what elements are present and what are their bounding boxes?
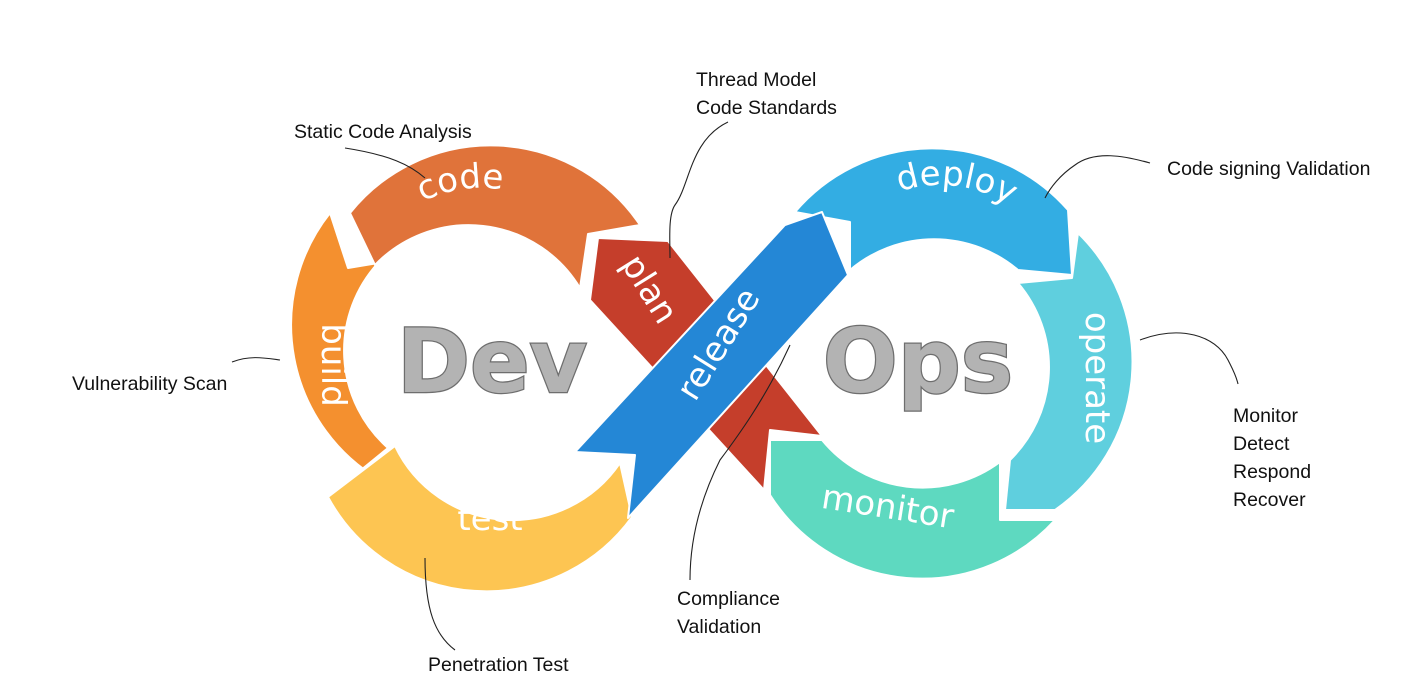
annotation-line: Thread Model xyxy=(696,69,817,91)
test-label: test xyxy=(457,499,522,539)
leader-static-code xyxy=(344,147,426,179)
annotation-line: Vulnerability Scan xyxy=(72,373,228,395)
annotation-line: Compliance xyxy=(677,588,780,610)
leader-penetration xyxy=(424,557,456,651)
annotation-compliance-validation: Compliance Validation xyxy=(677,585,780,641)
ops-word: Ops xyxy=(823,310,1013,413)
leader-compliance xyxy=(689,344,791,581)
operate-label: operate xyxy=(1077,312,1117,444)
annotation-line: Monitor xyxy=(1233,405,1299,427)
annotation-vulnerability-scan: Vulnerability Scan xyxy=(72,370,227,398)
annotation-line: Respond xyxy=(1233,461,1312,483)
annotation-penetration-test: Penetration Test xyxy=(428,651,569,679)
annotation-line: Penetration Test xyxy=(428,654,569,676)
code-segment xyxy=(349,144,641,289)
release-segment xyxy=(574,211,849,519)
annotation-line: Static Code Analysis xyxy=(294,121,472,143)
annotation-static-code-analysis: Static Code Analysis xyxy=(294,118,472,146)
annotation-code-signing: Code signing Validation xyxy=(1167,155,1370,183)
build-label: build xyxy=(313,323,353,407)
annotation-line: Detect xyxy=(1233,433,1290,455)
dev-word: Dev xyxy=(397,310,587,413)
test-segment xyxy=(327,445,633,593)
monitor-segment xyxy=(769,439,1056,580)
annotation-line: Recover xyxy=(1233,489,1306,511)
annotation-line: Validation xyxy=(677,616,762,638)
leader-monitor xyxy=(1139,332,1239,385)
annotation-monitor-detect: Monitor Detect Respond Recover xyxy=(1233,402,1311,514)
leader-code-signing xyxy=(1044,155,1151,199)
annotation-thread-model: Thread Model Code Standards xyxy=(696,66,837,122)
annotation-line: Code Standards xyxy=(696,97,837,119)
leader-thread-model xyxy=(669,121,729,259)
deploy-segment xyxy=(794,147,1073,276)
leader-vulnerability xyxy=(231,357,281,363)
operate-segment xyxy=(1004,232,1134,511)
annotation-line: Code signing Validation xyxy=(1167,158,1371,180)
